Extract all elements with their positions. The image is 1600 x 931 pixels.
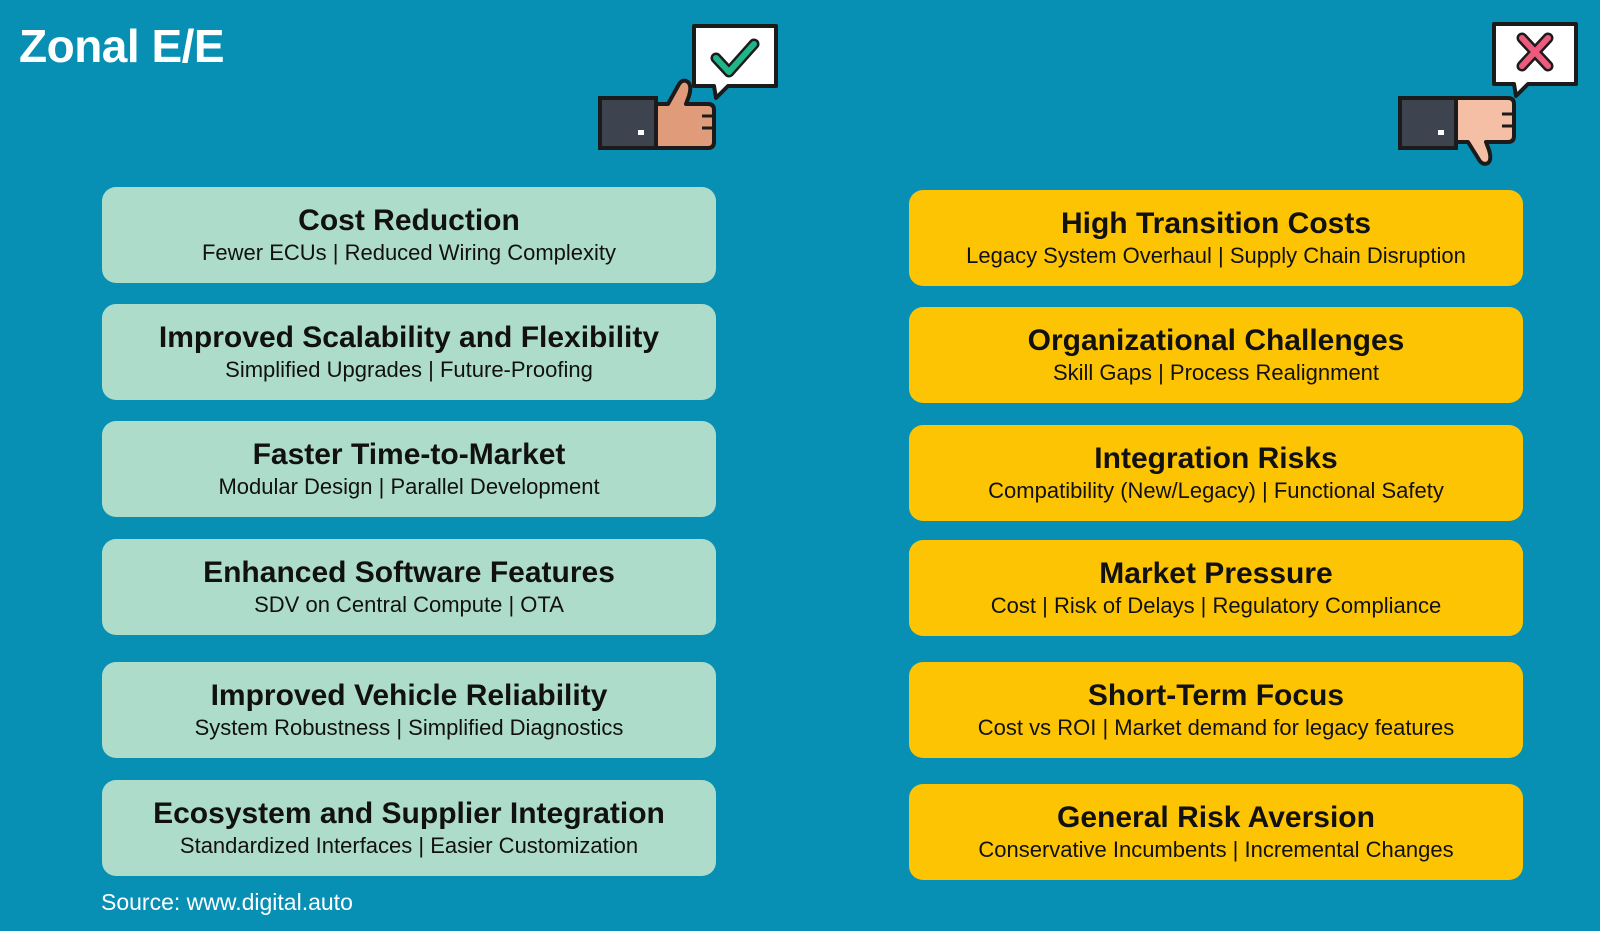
card-subtitle: Conservative Incumbents | Incremental Ch… bbox=[978, 837, 1454, 862]
con-card-transition-costs: High Transition Costs Legacy System Over… bbox=[909, 190, 1523, 286]
card-title: General Risk Aversion bbox=[1057, 801, 1375, 834]
card-title: Faster Time-to-Market bbox=[252, 438, 566, 471]
card-subtitle: Cost vs ROI | Market demand for legacy f… bbox=[977, 715, 1455, 740]
card-subtitle: Compatibility (New/Legacy) | Functional … bbox=[988, 478, 1444, 503]
con-card-market-pressure: Market Pressure Cost | Risk of Delays | … bbox=[909, 540, 1523, 636]
pro-card-ecosystem: Ecosystem and Supplier Integration Stand… bbox=[102, 780, 716, 876]
card-subtitle: Skill Gaps | Process Realignment bbox=[1052, 360, 1380, 385]
card-subtitle: Fewer ECUs | Reduced Wiring Complexity bbox=[201, 240, 617, 265]
card-subtitle: Simplified Upgrades | Future-Proofing bbox=[225, 357, 593, 382]
card-title: Ecosystem and Supplier Integration bbox=[153, 797, 665, 830]
card-subtitle: SDV on Central Compute | OTA bbox=[254, 592, 564, 617]
con-card-organizational: Organizational Challenges Skill Gaps | P… bbox=[909, 307, 1523, 403]
card-title: Cost Reduction bbox=[298, 204, 520, 237]
card-title: Improved Vehicle Reliability bbox=[210, 679, 608, 712]
con-card-integration-risks: Integration Risks Compatibility (New/Leg… bbox=[909, 425, 1523, 521]
card-subtitle: Legacy System Overhaul | Supply Chain Di… bbox=[966, 243, 1466, 268]
source-text: Source: www.digital.auto bbox=[101, 889, 353, 915]
card-title: Integration Risks bbox=[1094, 442, 1338, 475]
card-title: Organizational Challenges bbox=[1027, 324, 1405, 357]
pro-card-time-to-market: Faster Time-to-Market Modular Design | P… bbox=[102, 421, 716, 517]
card-subtitle: System Robustness | Simplified Diagnosti… bbox=[194, 715, 624, 740]
pro-card-scalability: Improved Scalability and Flexibility Sim… bbox=[102, 304, 716, 400]
thumbs-up-checkmark-icon bbox=[598, 24, 778, 150]
card-title: High Transition Costs bbox=[1060, 207, 1372, 240]
card-subtitle: Modular Design | Parallel Development bbox=[218, 474, 600, 499]
card-title: Short-Term Focus bbox=[1087, 679, 1345, 712]
card-title: Improved Scalability and Flexibility bbox=[158, 321, 660, 354]
pro-card-reliability: Improved Vehicle Reliability System Robu… bbox=[102, 662, 716, 758]
page-title: Zonal E/E bbox=[19, 20, 225, 72]
card-subtitle: Cost | Risk of Delays | Regulatory Compl… bbox=[990, 593, 1442, 618]
pro-card-cost-reduction: Cost Reduction Fewer ECUs | Reduced Wiri… bbox=[102, 187, 716, 283]
card-title: Enhanced Software Features bbox=[203, 556, 615, 589]
con-card-risk-aversion: General Risk Aversion Conservative Incum… bbox=[909, 784, 1523, 880]
con-card-short-term-focus: Short-Term Focus Cost vs ROI | Market de… bbox=[909, 662, 1523, 758]
card-title: Market Pressure bbox=[1099, 557, 1333, 590]
card-subtitle: Standardized Interfaces | Easier Customi… bbox=[179, 833, 639, 858]
pro-card-software-features: Enhanced Software Features SDV on Centra… bbox=[102, 539, 716, 635]
thumbs-down-cross-icon bbox=[1398, 22, 1578, 166]
